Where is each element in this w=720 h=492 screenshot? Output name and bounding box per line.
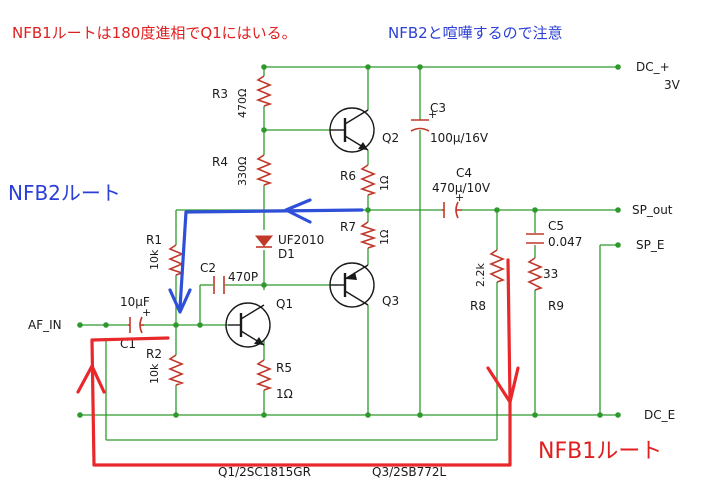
header-note-red: NFB1ルートは180度進相でQ1にはいる。 <box>12 24 297 42</box>
c3-ref: C3 <box>430 101 446 115</box>
resistor-r5 <box>255 359 273 391</box>
c2-ref: C2 <box>200 261 216 275</box>
diode-d1 <box>254 235 274 248</box>
resistor-r2 <box>167 354 185 386</box>
capacitor-c5 <box>526 233 544 244</box>
d1-value: UF2010 <box>278 233 324 247</box>
nfb1-route-path <box>76 258 520 467</box>
c4-ref: C4 <box>456 166 472 180</box>
r6-value: 1Ω <box>378 176 391 191</box>
capacitor-c2 <box>213 276 225 294</box>
capacitor-c1: + <box>128 306 151 334</box>
q1-ref: Q1 <box>276 297 293 311</box>
r9-value: 33 <box>543 267 558 281</box>
port-dc-plus: DC_+ <box>636 60 670 74</box>
port-dc-e: DC_E <box>644 408 675 422</box>
r2-value: 10k <box>148 363 161 384</box>
svg-text:+: + <box>428 108 437 121</box>
capacitor-c4: + <box>442 191 464 219</box>
resistor-r3 <box>255 75 273 107</box>
r1-ref: R1 <box>146 233 162 247</box>
r4-value: 330Ω <box>236 157 249 186</box>
r4-ref: R4 <box>212 155 228 169</box>
capacitor-c3: + <box>410 108 437 132</box>
transistor-q1 <box>225 302 271 348</box>
r6-ref: R6 <box>340 169 356 183</box>
q2-ref: Q2 <box>382 131 399 145</box>
junction-nodes <box>77 64 621 418</box>
transistor-q3 <box>329 262 375 308</box>
port-sp-out: SP_out <box>632 203 673 217</box>
r7-value: 1Ω <box>378 230 391 245</box>
r5-value: 1Ω <box>276 387 293 401</box>
c3-value: 100μ/16V <box>430 131 489 145</box>
resistor-r6 <box>359 164 377 196</box>
port-dc-voltage: 3V <box>664 78 681 92</box>
footer-q1-part: Q1/2SC1815GR <box>218 465 311 479</box>
nfb1-route-label: NFB1ルート <box>538 439 662 464</box>
r5-ref: R5 <box>276 361 292 375</box>
resistor-r1 <box>167 244 185 276</box>
port-labels: DC_+ 3V SP_out SP_E AF_IN DC_E <box>28 60 681 422</box>
c5-value: 0.047 <box>548 235 582 249</box>
r2-ref: R2 <box>146 347 162 361</box>
r1-value: 10k <box>148 249 161 270</box>
c2-value: 470P <box>228 270 258 284</box>
component-labels: R3 470Ω R4 330Ω Q2 R6 1Ω R7 1Ω C3 100μ/1… <box>120 87 582 401</box>
port-sp-e: SP_E <box>636 238 664 252</box>
resistor-r8 <box>488 249 506 283</box>
r7-ref: R7 <box>340 220 356 234</box>
resistor-r4 <box>255 154 273 186</box>
r8-value: 2.2k <box>474 263 487 287</box>
r9-ref: R9 <box>548 299 564 313</box>
nfb2-route-path <box>168 198 364 314</box>
q3-ref: Q3 <box>382 294 399 308</box>
r3-ref: R3 <box>212 87 228 101</box>
d1-ref: D1 <box>278 247 295 261</box>
r3-value: 470Ω <box>236 89 249 118</box>
port-af-in: AF_IN <box>28 318 62 332</box>
r8-ref: R8 <box>470 299 486 313</box>
resistor-r7 <box>359 221 377 249</box>
header-note-blue: NFB2と喧嘩するので注意 <box>388 24 563 42</box>
svg-text:+: + <box>455 191 464 204</box>
footer-q3-part: Q3/2SB772L <box>372 465 447 479</box>
resistor-r9 <box>526 257 544 291</box>
c5-ref: C5 <box>548 219 564 233</box>
c1-value: 10μF <box>120 295 150 309</box>
c4-value: 470μ/10V <box>432 181 491 195</box>
svg-text:+: + <box>142 306 151 319</box>
transistor-q2 <box>329 107 375 153</box>
nfb2-route-label: NFB2ルート <box>8 181 121 205</box>
